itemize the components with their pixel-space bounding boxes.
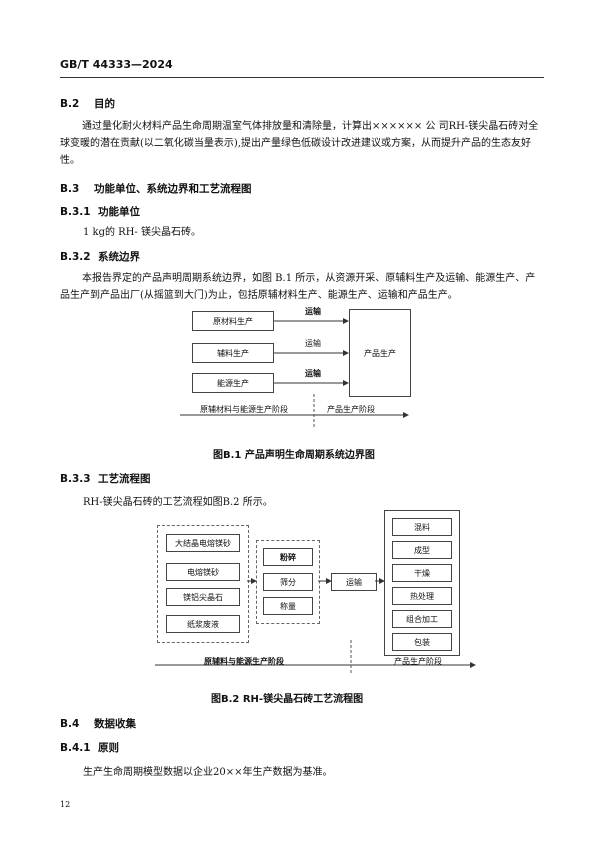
prep-box-screen: 筛分 — [263, 573, 313, 591]
section-number: B.3 — [60, 183, 80, 195]
heading-b33: B.3.3 工艺流程图 — [60, 471, 151, 486]
section-number: B.3.1 — [60, 206, 91, 218]
raw-box-4: 纸浆废液 — [166, 615, 240, 633]
heading-b32: B.3.2 系统边界 — [60, 249, 140, 264]
raw-box-1: 大结晶电熔镁砂 — [166, 534, 240, 552]
paragraph-b2: 通过量化耐火材料产品生命周期温室气体排放量和清除量，计算出×××××× 公 司R… — [60, 121, 539, 166]
prep-box-weigh: 称量 — [263, 597, 313, 615]
section-title: 数据收集 — [94, 718, 136, 730]
heading-b2: B.2 目的 — [60, 96, 115, 111]
standard-number: GB/T 44333—2024 — [60, 58, 173, 71]
stage-label-left: 原辅料与能源生产阶段 — [204, 656, 284, 666]
header-rule — [60, 77, 544, 78]
figure-b2-caption: 图B.2 RH-镁尖晶石砖工艺流程图 — [211, 694, 364, 705]
process-box-2: 成型 — [392, 541, 452, 559]
process-box-5: 组合加工 — [392, 610, 452, 628]
paragraph-b41: 生产生命周期模型数据以企业20××年生产数据为基准。 — [83, 767, 333, 778]
heading-b41: B.4.1 原则 — [60, 740, 119, 755]
section-number: B.4.1 — [60, 742, 91, 754]
section-number: B.2 — [60, 98, 80, 110]
stage-label-right: 产品生产阶段 — [327, 405, 375, 414]
input-box-raw-material: 原材料生产 — [192, 311, 274, 331]
prep-box-crush: 粉碎 — [263, 548, 313, 566]
section-title: 系统边界 — [98, 251, 140, 263]
section-title: 工艺流程图 — [98, 473, 151, 485]
section-number: B.3.3 — [60, 473, 91, 485]
transport-label-2: 运输 — [305, 339, 321, 348]
raw-box-2: 电熔镁砂 — [166, 563, 240, 581]
heading-b4: B.4 数据收集 — [60, 716, 136, 731]
raw-material-group — [157, 525, 249, 643]
figure-b2-connectors — [155, 578, 476, 674]
paragraph-b31: 1 kg的 RH- 镁尖晶石砖。 — [83, 227, 201, 238]
section-number: B.4 — [60, 718, 80, 730]
section-number: B.3.2 — [60, 251, 91, 263]
paragraph-b33: RH-镁尖晶石砖的工艺流程如图B.2 所示。 — [83, 497, 273, 508]
process-box-4: 热处理 — [392, 587, 452, 605]
process-box-3: 干燥 — [392, 564, 452, 582]
page-number: 12 — [60, 800, 71, 809]
section-title: 原则 — [98, 742, 119, 754]
stage-label-left: 原辅材料与能源生产阶段 — [200, 405, 288, 414]
process-box-1: 混料 — [392, 518, 452, 536]
product-box: 产品生产 — [349, 309, 411, 397]
transport-label-1: 运输 — [305, 306, 321, 316]
heading-b3: B.3 功能单位、系统边界和工艺流程图 — [60, 181, 252, 196]
figure-b1-caption: 图B.1 产品声明生命周期系统边界图 — [213, 450, 375, 461]
heading-b31: B.3.1 功能单位 — [60, 204, 140, 219]
section-title: 目的 — [94, 98, 115, 110]
transport-box: 运输 — [331, 573, 377, 591]
process-box-6: 包装 — [392, 633, 452, 651]
raw-box-3: 镁铝尖晶石 — [166, 588, 240, 606]
input-box-energy: 能源生产 — [192, 373, 274, 393]
section-title: 功能单位、系统边界和工艺流程图 — [94, 183, 252, 195]
stage-label-right: 产品生产阶段 — [394, 657, 442, 666]
input-box-auxiliary: 辅料生产 — [192, 343, 274, 363]
paragraph-b32: 本报告界定的产品声明周期系统边界，如图 B.1 所示，从资源开采、原辅料生产及运… — [60, 273, 536, 301]
figure-b1-connectors — [180, 318, 409, 428]
transport-label-3: 运输 — [305, 368, 321, 378]
section-title: 功能单位 — [98, 206, 140, 218]
